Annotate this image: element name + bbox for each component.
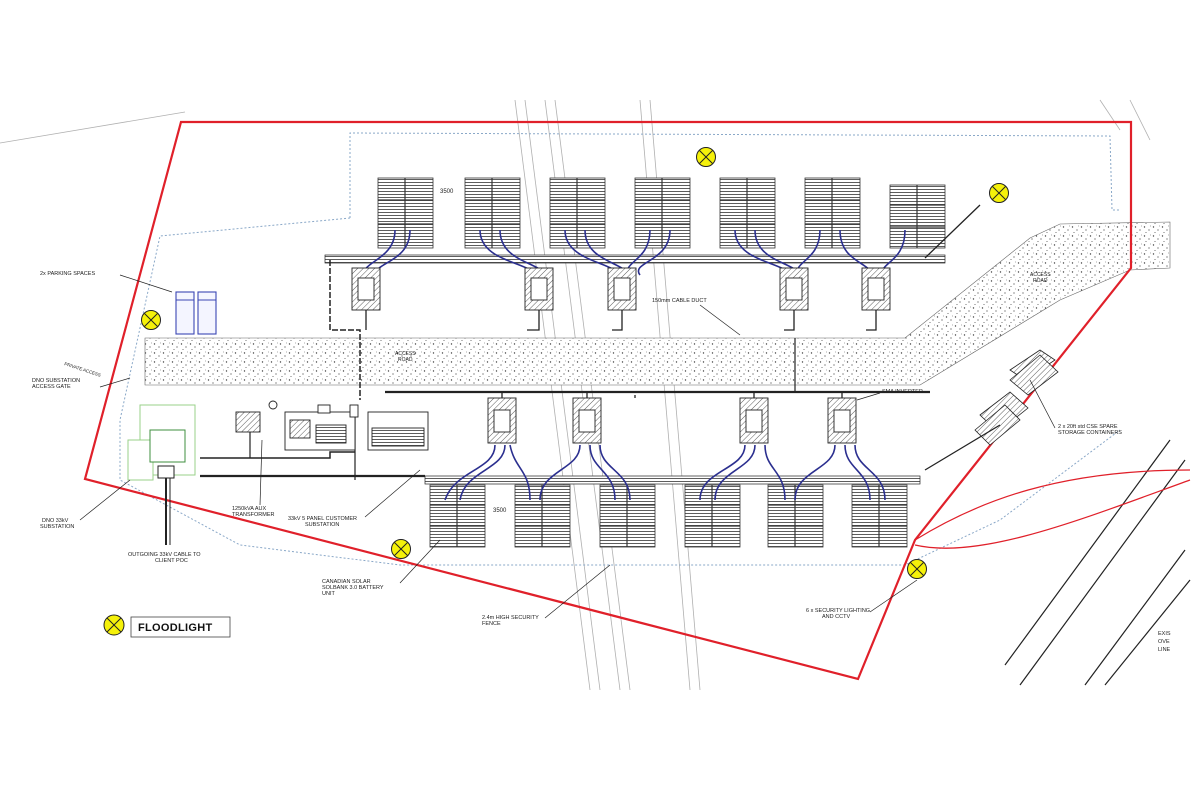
access-road: [144, 221, 1171, 386]
floodlight-icon: [989, 183, 1009, 203]
battery-unit-line1: CANADIAN SOLAR: [322, 579, 371, 585]
sma-inverter: [351, 267, 381, 311]
outgoing-cables: [914, 469, 1191, 549]
battery-group: [549, 177, 606, 249]
battery-unit-line3: UNIT: [322, 591, 335, 597]
spare-containers-line2: STORAGE CONTAINERS: [1058, 430, 1122, 436]
security-lighting-label: 6 x SECURITY LIGHTING AND CCTV: [806, 608, 872, 620]
security-fence-label: 2.4m HIGH SECURITY FENCE: [482, 615, 540, 627]
cable-duct-label: 150mm CABLE DUCT: [652, 298, 707, 304]
security-lighting-line1: 6 x SECURITY LIGHTING: [806, 608, 870, 614]
aux-transformer: [235, 400, 278, 433]
aux-transformer-line1: 1250kVA AUX: [232, 506, 266, 512]
dimension-bottom: 3500: [493, 508, 507, 514]
parking-spaces: [175, 291, 217, 335]
security-fence: [119, 132, 1121, 566]
floodlight-icon: [103, 614, 125, 636]
battery-group: [684, 484, 741, 548]
access-road-right-line2: ROAD: [1033, 278, 1048, 284]
battery-group: [429, 484, 486, 548]
dno-gate-line2: ACCESS GATE: [32, 384, 71, 390]
existing-line-label: EXIS OVE LINE: [1158, 631, 1172, 653]
security-fence-line1: 2.4m HIGH SECURITY: [482, 615, 539, 621]
access-road-right-label: ACCESS ROAD: [1030, 272, 1052, 284]
battery-group: [804, 177, 861, 249]
security-lighting-line2: AND CCTV: [822, 614, 850, 620]
customer-substation-line2: SUBSTATION: [305, 522, 339, 528]
battery-group: [377, 177, 434, 249]
aux-transformer-line2: TRANSFORMER: [232, 512, 275, 518]
sma-inverter: [827, 397, 857, 444]
battery-group: [889, 184, 946, 249]
access-road-right-line1: ACCESS: [1030, 272, 1051, 278]
outgoing-cable-line1: OUTGOING 33kV CABLE TO: [128, 552, 201, 558]
sma-inverter: [739, 397, 769, 444]
sma-inverter: [861, 267, 891, 311]
security-fence-line2: FENCE: [482, 621, 501, 627]
legend-box: [130, 616, 231, 638]
sma-inverter: [607, 267, 637, 311]
customer-substation-label: 33kV 5 PANEL CUSTOMER SUBSTATION: [288, 516, 359, 528]
sma-inverter: [487, 397, 517, 444]
battery-group: [514, 484, 571, 548]
access-road-label-line2: ROAD: [398, 357, 413, 363]
legend-label: FLOODLIGHT: [138, 622, 213, 634]
dimension-top: 3500: [440, 189, 454, 195]
floodlight-icon: [391, 539, 411, 559]
battery-groups-top: [377, 177, 946, 249]
inverter-links-top: [365, 310, 877, 331]
existing-line-line3: LINE: [1158, 647, 1171, 653]
cable-duct-route: [634, 204, 1001, 471]
existing-line-line2: OVE: [1158, 639, 1170, 645]
parking-label: 2x PARKING SPACES: [40, 271, 95, 277]
inverters-top: [351, 267, 891, 311]
dno-substation-line2: SUBSTATION: [40, 524, 74, 530]
customer-substation-line1: 33kV 5 PANEL CUSTOMER: [288, 516, 357, 522]
dc-cables-bottom: [444, 444, 886, 501]
aux-transformer-label: 1250kVA AUX TRANSFORMER: [232, 506, 275, 518]
spare-storage-containers: [974, 349, 1059, 446]
dno-substation-label: DNO 33kV SUBSTATION: [40, 518, 74, 530]
dno-substation-line1: DNO 33kV: [42, 518, 69, 524]
sma-inverter-label: SMA INVERTER: [882, 389, 923, 395]
battery-group: [851, 484, 908, 548]
access-road-label-line1: ACCESS: [395, 351, 416, 357]
battery-groups-bottom: [429, 484, 908, 548]
sma-inverter: [524, 267, 554, 311]
outgoing-cable-label: OUTGOING 33kV CABLE TO CLIENT POC: [128, 552, 202, 564]
battery-group: [464, 177, 521, 249]
dno-substation: [127, 404, 196, 545]
dno-gate-line1: DNO SUBSTATION: [32, 378, 80, 384]
sma-inverter: [572, 397, 602, 444]
existing-overhead-line: [1004, 439, 1191, 686]
floodlight-icon: [141, 310, 161, 330]
outgoing-cable-line2: CLIENT POC: [155, 558, 188, 564]
inverter-links-bottom: [501, 392, 843, 398]
private-access-sign: PRIVATE ACCESS: [64, 361, 102, 378]
customer-substation: [284, 404, 429, 451]
spare-containers-line1: 2 x 20ft std CSE SPARE: [1058, 424, 1118, 430]
dno-gate-label: DNO SUBSTATION ACCESS GATE: [32, 378, 82, 390]
legend: FLOODLIGHT: [103, 614, 231, 638]
battery-group: [719, 177, 776, 249]
floodlights: [141, 147, 1009, 579]
battery-group: [599, 484, 656, 548]
leader-lines: [79, 274, 1056, 619]
battery-group: [634, 177, 691, 249]
cable-busbars: [200, 254, 946, 485]
spare-containers-label: 2 x 20ft std CSE SPARE STORAGE CONTAINER…: [1058, 424, 1122, 436]
floodlight-icon: [907, 559, 927, 579]
inverters-bottom: [487, 397, 857, 444]
access-road-label: ACCESS ROAD: [395, 351, 417, 363]
battery-unit-label: CANADIAN SOLAR SOLBANK 3.0 BATTERY UNIT: [322, 579, 385, 597]
sma-inverter: [779, 267, 809, 311]
battery-unit-line2: SOLBANK 3.0 BATTERY: [322, 585, 384, 591]
floodlight-icon: [696, 147, 716, 167]
existing-line-line1: EXIS: [1158, 631, 1171, 637]
